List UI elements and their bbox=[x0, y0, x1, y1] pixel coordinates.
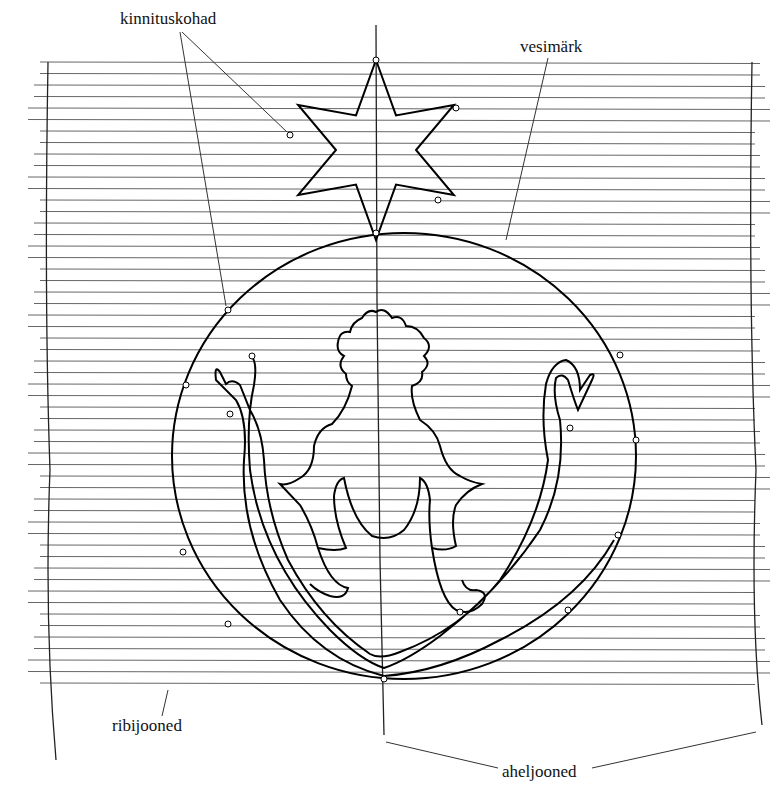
laid-line bbox=[40, 269, 765, 271]
laid-line bbox=[28, 591, 755, 593]
laid-line bbox=[34, 85, 765, 87]
laid-line bbox=[40, 614, 760, 616]
laid-line bbox=[28, 396, 770, 398]
laid-line bbox=[40, 200, 770, 202]
circle-outline bbox=[172, 233, 636, 679]
laid-line bbox=[28, 522, 760, 524]
laid-line bbox=[28, 453, 765, 455]
attachment-dot bbox=[565, 607, 571, 613]
chain-lines bbox=[46, 25, 762, 760]
laid-line bbox=[34, 304, 770, 306]
laid-line bbox=[34, 166, 760, 168]
laid-line bbox=[40, 143, 755, 145]
attachment-dot bbox=[381, 676, 387, 682]
laid-line bbox=[34, 361, 765, 363]
part-label: ribijooned bbox=[110, 717, 184, 736]
laid-line bbox=[34, 430, 760, 432]
laid-line bbox=[40, 488, 770, 490]
laid-line bbox=[40, 74, 760, 76]
attachment-dot bbox=[183, 382, 189, 388]
attachment-dot bbox=[567, 425, 573, 431]
laid-lines bbox=[28, 62, 770, 685]
attachment-dot bbox=[180, 549, 186, 555]
attachment-dot bbox=[435, 197, 441, 203]
laid-line bbox=[28, 177, 765, 179]
leader-line bbox=[182, 32, 287, 132]
leader-line bbox=[180, 32, 226, 306]
attachment-dot bbox=[373, 230, 379, 236]
leader-line bbox=[386, 742, 498, 768]
serpent-arms bbox=[216, 355, 615, 676]
attachment-dot bbox=[617, 352, 623, 358]
laid-line bbox=[28, 189, 765, 191]
laid-line bbox=[40, 350, 760, 352]
laid-line bbox=[34, 568, 770, 570]
laid-line bbox=[40, 683, 755, 685]
part-label: vesimärk bbox=[518, 38, 584, 57]
laid-line bbox=[34, 442, 760, 444]
laid-line bbox=[34, 223, 755, 225]
laid-line bbox=[34, 235, 755, 237]
attachment-dot bbox=[249, 353, 255, 359]
laid-line bbox=[34, 511, 755, 513]
laid-line bbox=[40, 338, 760, 340]
attachment-dot bbox=[287, 132, 293, 138]
laid-line bbox=[34, 580, 770, 582]
laid-line bbox=[34, 499, 755, 501]
laid-line bbox=[40, 407, 755, 409]
attachment-points bbox=[180, 57, 639, 682]
laid-line bbox=[28, 465, 765, 467]
laid-line bbox=[40, 626, 760, 628]
laid-line bbox=[28, 327, 755, 329]
laid-line bbox=[40, 281, 765, 283]
laid-line bbox=[34, 292, 770, 294]
laid-line bbox=[28, 108, 770, 110]
attachment-dot bbox=[615, 532, 621, 538]
star-outline bbox=[298, 60, 454, 240]
laid-line bbox=[28, 258, 760, 260]
laid-line bbox=[34, 154, 760, 156]
attachment-dot bbox=[227, 411, 233, 417]
attachment-dot bbox=[225, 307, 231, 313]
laid-line bbox=[40, 62, 760, 64]
laid-line bbox=[40, 476, 770, 478]
laid-line bbox=[28, 384, 770, 386]
leader-line bbox=[506, 58, 548, 240]
chain-line bbox=[46, 62, 56, 760]
attachment-dot bbox=[453, 105, 459, 111]
leader-lines bbox=[162, 32, 756, 768]
part-label: aheljooned bbox=[500, 763, 579, 782]
laid-line bbox=[40, 131, 755, 133]
attachment-dot bbox=[633, 437, 639, 443]
laid-line bbox=[34, 649, 765, 651]
laid-line bbox=[28, 603, 755, 605]
attachment-dot bbox=[373, 57, 379, 63]
figure-body bbox=[280, 310, 482, 550]
figure-leg bbox=[310, 548, 348, 597]
leader-line bbox=[592, 732, 756, 768]
laid-line bbox=[40, 419, 755, 421]
laid-line bbox=[40, 545, 765, 547]
attachment-dot bbox=[225, 621, 231, 627]
chain-line bbox=[751, 62, 762, 725]
laid-line bbox=[34, 373, 765, 375]
laid-line bbox=[40, 557, 765, 559]
laid-line bbox=[28, 672, 770, 674]
part-label: kinnituskohad bbox=[118, 10, 218, 29]
laid-line bbox=[28, 534, 760, 536]
laid-line bbox=[28, 246, 760, 248]
attachment-dot bbox=[457, 609, 463, 615]
leader-line bbox=[162, 690, 168, 716]
watermark-figure bbox=[172, 60, 636, 679]
figure-leg bbox=[432, 548, 485, 612]
laid-line bbox=[28, 120, 770, 122]
laid-line bbox=[34, 637, 765, 639]
laid-line bbox=[34, 97, 765, 99]
chain-line bbox=[376, 25, 384, 735]
laid-line bbox=[40, 212, 770, 214]
